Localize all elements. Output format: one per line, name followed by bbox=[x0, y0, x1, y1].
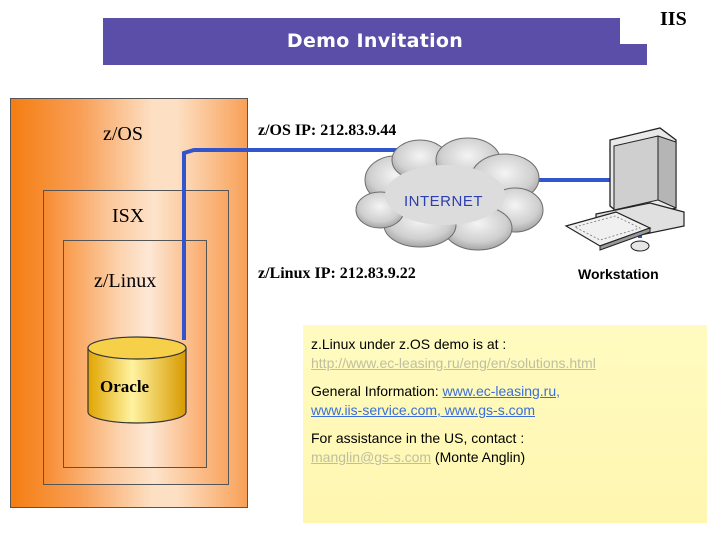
general-info-label: General Information: bbox=[311, 383, 439, 399]
zlinux-label: z/Linux bbox=[94, 270, 157, 292]
info-panel bbox=[303, 325, 707, 523]
assistance-text: For assistance in the US, contact : bbox=[311, 430, 525, 446]
database-icon bbox=[87, 336, 187, 424]
zlinux-ip-label: z/Linux IP: 212.83.9.22 bbox=[258, 265, 416, 282]
zos-ip-label: z/OS IP: 212.83.9.44 bbox=[258, 122, 397, 139]
workstation-label: Workstation bbox=[578, 266, 659, 282]
cloud-icon bbox=[355, 137, 544, 251]
workstation-icon bbox=[564, 127, 685, 252]
cloud-label: INTERNET bbox=[404, 193, 483, 210]
contact-name: (Monte Anglin) bbox=[434, 449, 526, 465]
isx-label: ISX bbox=[112, 205, 145, 227]
info-text: z.Linux under z.OS demo is at : http://w… bbox=[311, 335, 703, 476]
demo-url-link[interactable]: http://www.ec-leasing.ru/eng/en/solution… bbox=[311, 355, 596, 371]
iis-gss-links[interactable]: www.iis-service.com, www.gs-s.com bbox=[311, 402, 536, 418]
page-title: Demo Invitation bbox=[286, 30, 464, 52]
database-label: Oracle bbox=[100, 377, 150, 396]
title-banner bbox=[103, 18, 647, 65]
demo-location-text: z.Linux under z.OS demo is at : bbox=[311, 336, 507, 352]
corner-brand: IIS bbox=[660, 8, 687, 30]
banner-notch bbox=[620, 0, 652, 44]
zos-label: z/OS bbox=[103, 123, 143, 145]
ec-leasing-link[interactable]: www.ec-leasing.ru, bbox=[442, 383, 561, 399]
contact-email-link[interactable]: manglin@gs-s.com bbox=[311, 449, 432, 465]
